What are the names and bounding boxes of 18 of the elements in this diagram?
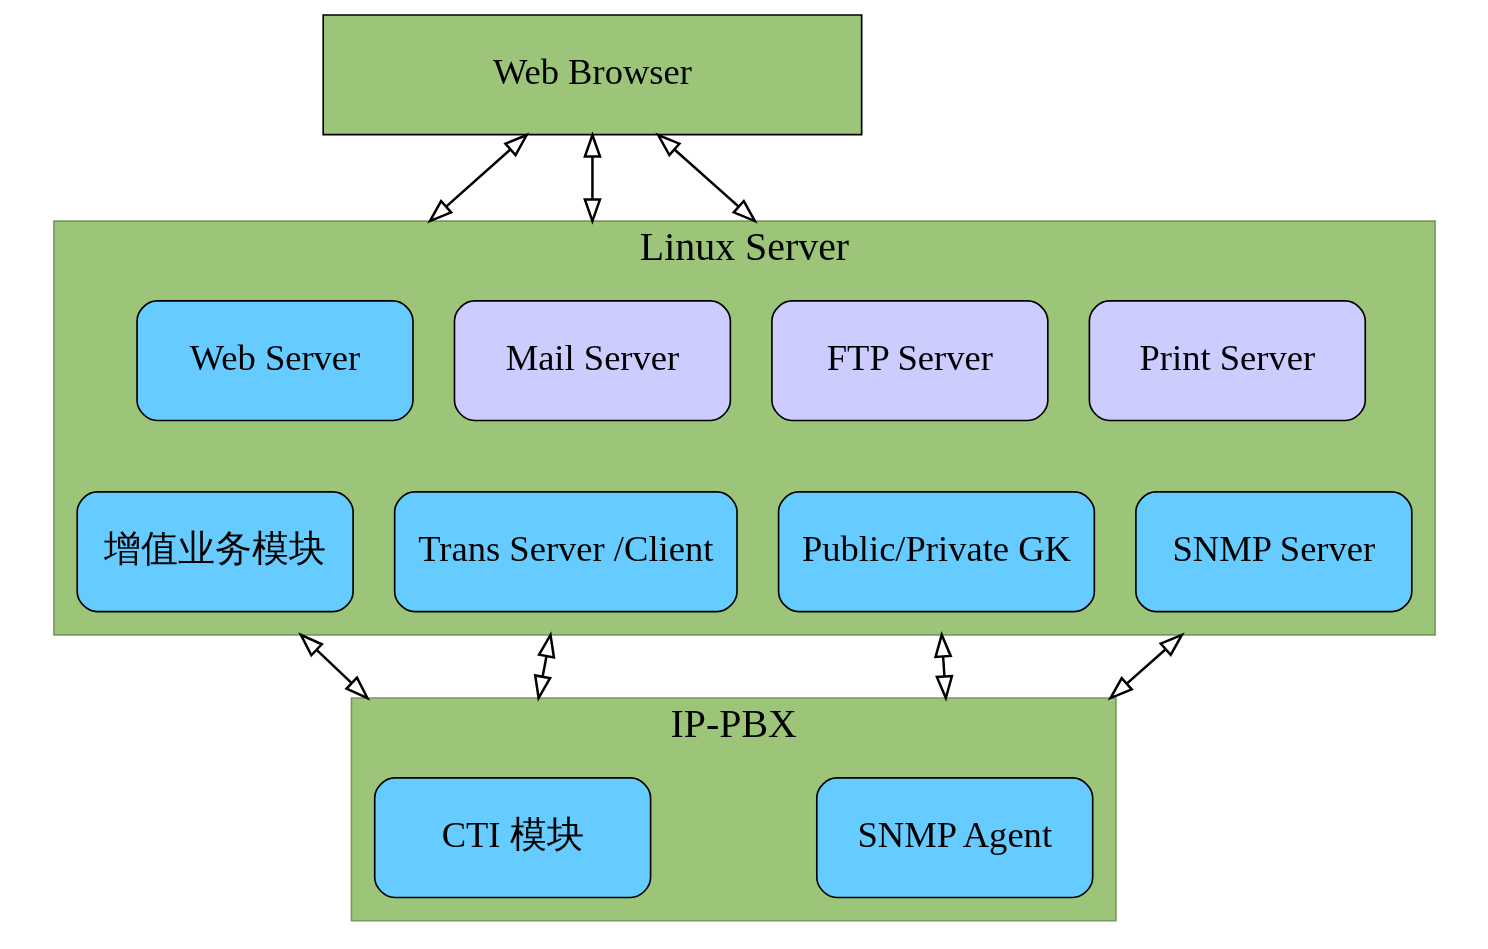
arrow	[582, 131, 602, 225]
node-box: Trans Server /Client	[393, 491, 738, 613]
node-box: Web Browser	[321, 14, 862, 136]
arrow	[426, 132, 529, 224]
node-box: CTI 模块	[373, 776, 651, 899]
arrow	[933, 631, 954, 702]
arrow	[533, 631, 555, 702]
arrow	[654, 132, 758, 224]
node-box: Public/Private GK	[777, 491, 1095, 613]
node-box: FTP Server	[770, 300, 1049, 422]
node-box: 增值业务模块	[75, 491, 354, 613]
node-box: Web Server	[135, 300, 414, 422]
node-box: Mail Server	[453, 300, 731, 422]
arrow	[297, 632, 370, 701]
node-box: Print Server	[1088, 300, 1366, 422]
node-box: SNMP Agent	[815, 776, 1093, 899]
node-box: SNMP Server	[1134, 491, 1413, 613]
arrow	[1107, 632, 1185, 701]
